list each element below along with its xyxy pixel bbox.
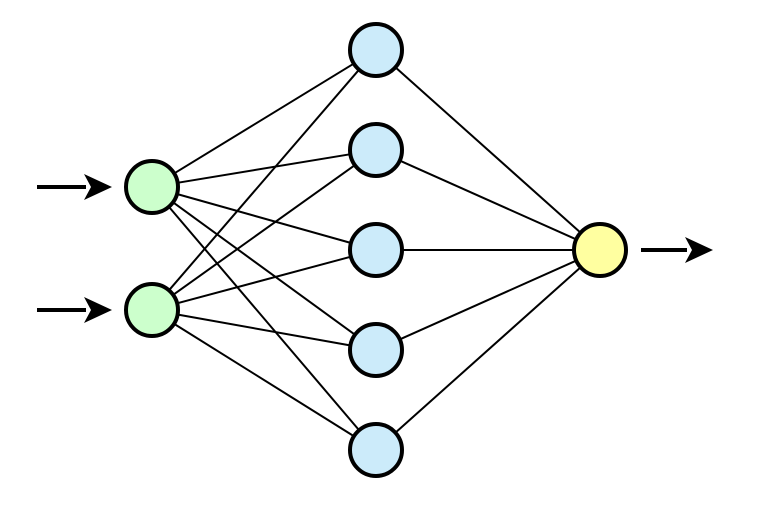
edges-group (167, 62, 583, 438)
arrow-right-icon (84, 174, 112, 200)
input-arrow-2 (37, 297, 112, 323)
input-arrow-1 (37, 174, 112, 200)
edge-in-1-to-hid-2 (176, 153, 352, 184)
node-in-2[interactable] (124, 282, 180, 338)
node-out-1[interactable] (572, 222, 628, 278)
arrow-right-icon (84, 297, 112, 323)
edge-in-1-to-hid-5 (167, 205, 361, 432)
edge-hid-5-to-out-1 (393, 265, 583, 435)
node-hid-1[interactable] (348, 22, 404, 78)
node-in-1[interactable] (124, 159, 180, 215)
io-arrows-group (37, 174, 713, 323)
edge-in-2-to-hid-3 (175, 255, 353, 305)
edge-in-2-to-hid-4 (176, 313, 352, 347)
edge-in-2-to-hid-5 (172, 322, 356, 438)
edge-in-1-to-hid-4 (171, 200, 357, 337)
edge-hid-4-to-out-1 (398, 259, 578, 341)
node-hid-2[interactable] (348, 122, 404, 178)
output-arrow-1 (641, 237, 713, 263)
node-hid-4[interactable] (348, 322, 404, 378)
edge-hid-2-to-out-1 (398, 159, 578, 241)
edge-in-2-to-hid-2 (171, 163, 357, 297)
edge-in-2-to-hid-1 (167, 68, 361, 292)
edge-hid-1-to-out-1 (393, 65, 583, 235)
nodes-group (124, 22, 628, 478)
arrow-right-icon (685, 237, 713, 263)
node-hid-5[interactable] (348, 422, 404, 478)
edge-in-1-to-hid-1 (172, 62, 356, 175)
edge-in-1-to-hid-3 (175, 192, 353, 245)
node-hid-3[interactable] (348, 222, 404, 278)
